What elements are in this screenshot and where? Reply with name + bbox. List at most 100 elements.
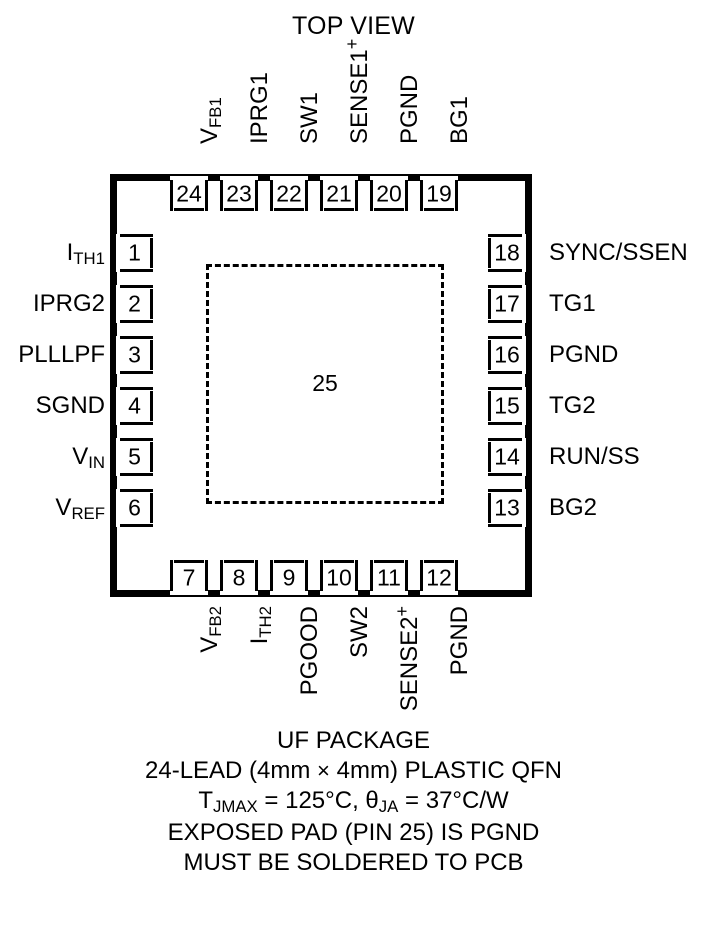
pin-pad-11[interactable]: 11 (370, 560, 408, 595)
pin-number: 20 (376, 180, 402, 206)
pad-edge-top (488, 336, 522, 339)
pad-edge-left (170, 560, 173, 591)
caption-tjmax-sub: JMAX (212, 796, 258, 816)
pin-pad-9[interactable]: 9 (270, 560, 308, 595)
pad-edge-bottom (488, 371, 522, 374)
pad-edge-right (305, 180, 308, 211)
pin-pad-13[interactable]: 13 (488, 489, 526, 527)
pin-pad-15[interactable]: 15 (488, 387, 526, 425)
pin-pad-3[interactable]: 3 (116, 336, 153, 374)
pin-pad-20[interactable]: 20 (370, 176, 408, 211)
pin-number: 6 (128, 494, 141, 521)
pad-edge-right (205, 180, 208, 211)
pin-pad-1[interactable]: 1 (116, 234, 153, 272)
pin-pad-17[interactable]: 17 (488, 285, 526, 323)
pad-edge-bottom (488, 320, 522, 323)
pin-label-bg2: BG2 (549, 496, 597, 520)
pin-pad-4[interactable]: 4 (116, 387, 153, 425)
pad-edge-top (120, 285, 153, 288)
pin-number: 23 (226, 180, 252, 206)
pad-edge-bottom (488, 269, 522, 272)
pin-number: 3 (128, 341, 141, 368)
pin-label-iprg2: IPRG2 (33, 292, 105, 316)
pin-number: 19 (426, 180, 452, 206)
package-caption: UF PACKAGE 24-LEAD (4mm × 4mm) PLASTIC Q… (0, 726, 707, 878)
pad-edge-left (488, 493, 491, 523)
caption-solder-note: MUST BE SOLDERED TO PCB (183, 849, 524, 876)
pad-edge-top (488, 438, 522, 441)
multiply-icon: × (317, 758, 330, 783)
pad-edge-left (488, 391, 491, 421)
pad-edge-bottom (120, 473, 153, 476)
pin-label-text: I (246, 637, 273, 645)
pad-edge-top (424, 560, 454, 563)
caption-lead-pre: 24-LEAD (4mm (145, 757, 318, 784)
pad-edge-left (370, 560, 373, 591)
pin-label-text: V (55, 494, 72, 521)
pad-edge-left (488, 442, 491, 472)
pin-number: 16 (494, 341, 520, 368)
pad-edge-bottom (120, 371, 153, 374)
pin-label-pgood: PGOOD (296, 606, 323, 696)
pin-label-text: SENSE2 (396, 616, 423, 712)
exposed-pad-outline: 25 (206, 264, 444, 504)
pin-pad-14[interactable]: 14 (488, 438, 526, 476)
pin-pad-18[interactable]: 18 (488, 234, 526, 272)
pin-label-text: V (72, 443, 89, 470)
pin-label-text: BG1 (446, 95, 473, 144)
pad-edge-top (224, 560, 254, 563)
pad-edge-right (305, 560, 308, 591)
caption-lead-post: 4mm) PLASTIC QFN (329, 757, 562, 784)
pin-label-pgnd-12: PGND (446, 606, 473, 676)
pin-pad-19[interactable]: 19 (420, 176, 458, 211)
pin-pad-2[interactable]: 2 (116, 285, 153, 323)
pin-pad-21[interactable]: 21 (320, 176, 358, 211)
pad-edge-bottom (224, 208, 254, 211)
pin-label-text: SENSE1 (346, 49, 373, 144)
pin-label-vin: VIN (72, 443, 105, 472)
pad-edge-left (320, 560, 323, 591)
pad-edge-right (255, 560, 258, 591)
pin-pad-22[interactable]: 22 (270, 176, 308, 211)
pad-edge-top (488, 285, 522, 288)
pin-label-sub: FB1 (205, 97, 225, 128)
exposed-pad-edge-left (206, 264, 209, 504)
pin-pad-10[interactable]: 10 (320, 560, 358, 595)
exposed-pad-edge-top (206, 264, 444, 267)
pin-number: 8 (232, 564, 246, 590)
pin-pad-6[interactable]: 6 (116, 489, 153, 527)
pin-label-text: PGOOD (296, 606, 323, 696)
pin-pad-24[interactable]: 24 (170, 176, 208, 211)
pin-pad-16[interactable]: 16 (488, 336, 526, 374)
pin-label-text: I (66, 239, 74, 266)
pad-edge-left (370, 180, 373, 211)
pin-pad-5[interactable]: 5 (116, 438, 153, 476)
pin-label-text: V (196, 127, 223, 144)
pad-edge-bottom (374, 208, 404, 211)
pad-edge-top (488, 387, 522, 390)
pin-label-text: SYNC/SSEN (549, 239, 688, 266)
pin-pad-8[interactable]: 8 (220, 560, 258, 595)
pin-number: 15 (494, 392, 520, 419)
pin-pad-7[interactable]: 7 (170, 560, 208, 595)
pad-edge-right (150, 391, 153, 421)
pin-label-vfb1: VFB1 (196, 97, 225, 144)
pin-label-sub: IN (88, 452, 105, 472)
pad-edge-top (274, 560, 304, 563)
pin-label-sub: TH2 (255, 606, 275, 638)
caption-theta-symbol: θ (365, 787, 379, 814)
pin-number: 10 (326, 564, 352, 590)
pad-edge-right (150, 289, 153, 319)
pad-edge-top (120, 336, 153, 339)
pad-edge-left (488, 238, 491, 268)
pin-pad-12[interactable]: 12 (420, 560, 458, 595)
caption-theta-value: = 37°C/W (398, 787, 509, 814)
pin-pad-23[interactable]: 23 (220, 176, 258, 211)
pad-edge-right (405, 180, 408, 211)
pad-edge-right (255, 180, 258, 211)
pad-edge-right (405, 560, 408, 591)
pad-edge-left (488, 289, 491, 319)
pad-edge-bottom (120, 524, 153, 527)
pin-label-text: PGND (446, 606, 473, 676)
exposed-pad-number: 25 (312, 370, 338, 396)
